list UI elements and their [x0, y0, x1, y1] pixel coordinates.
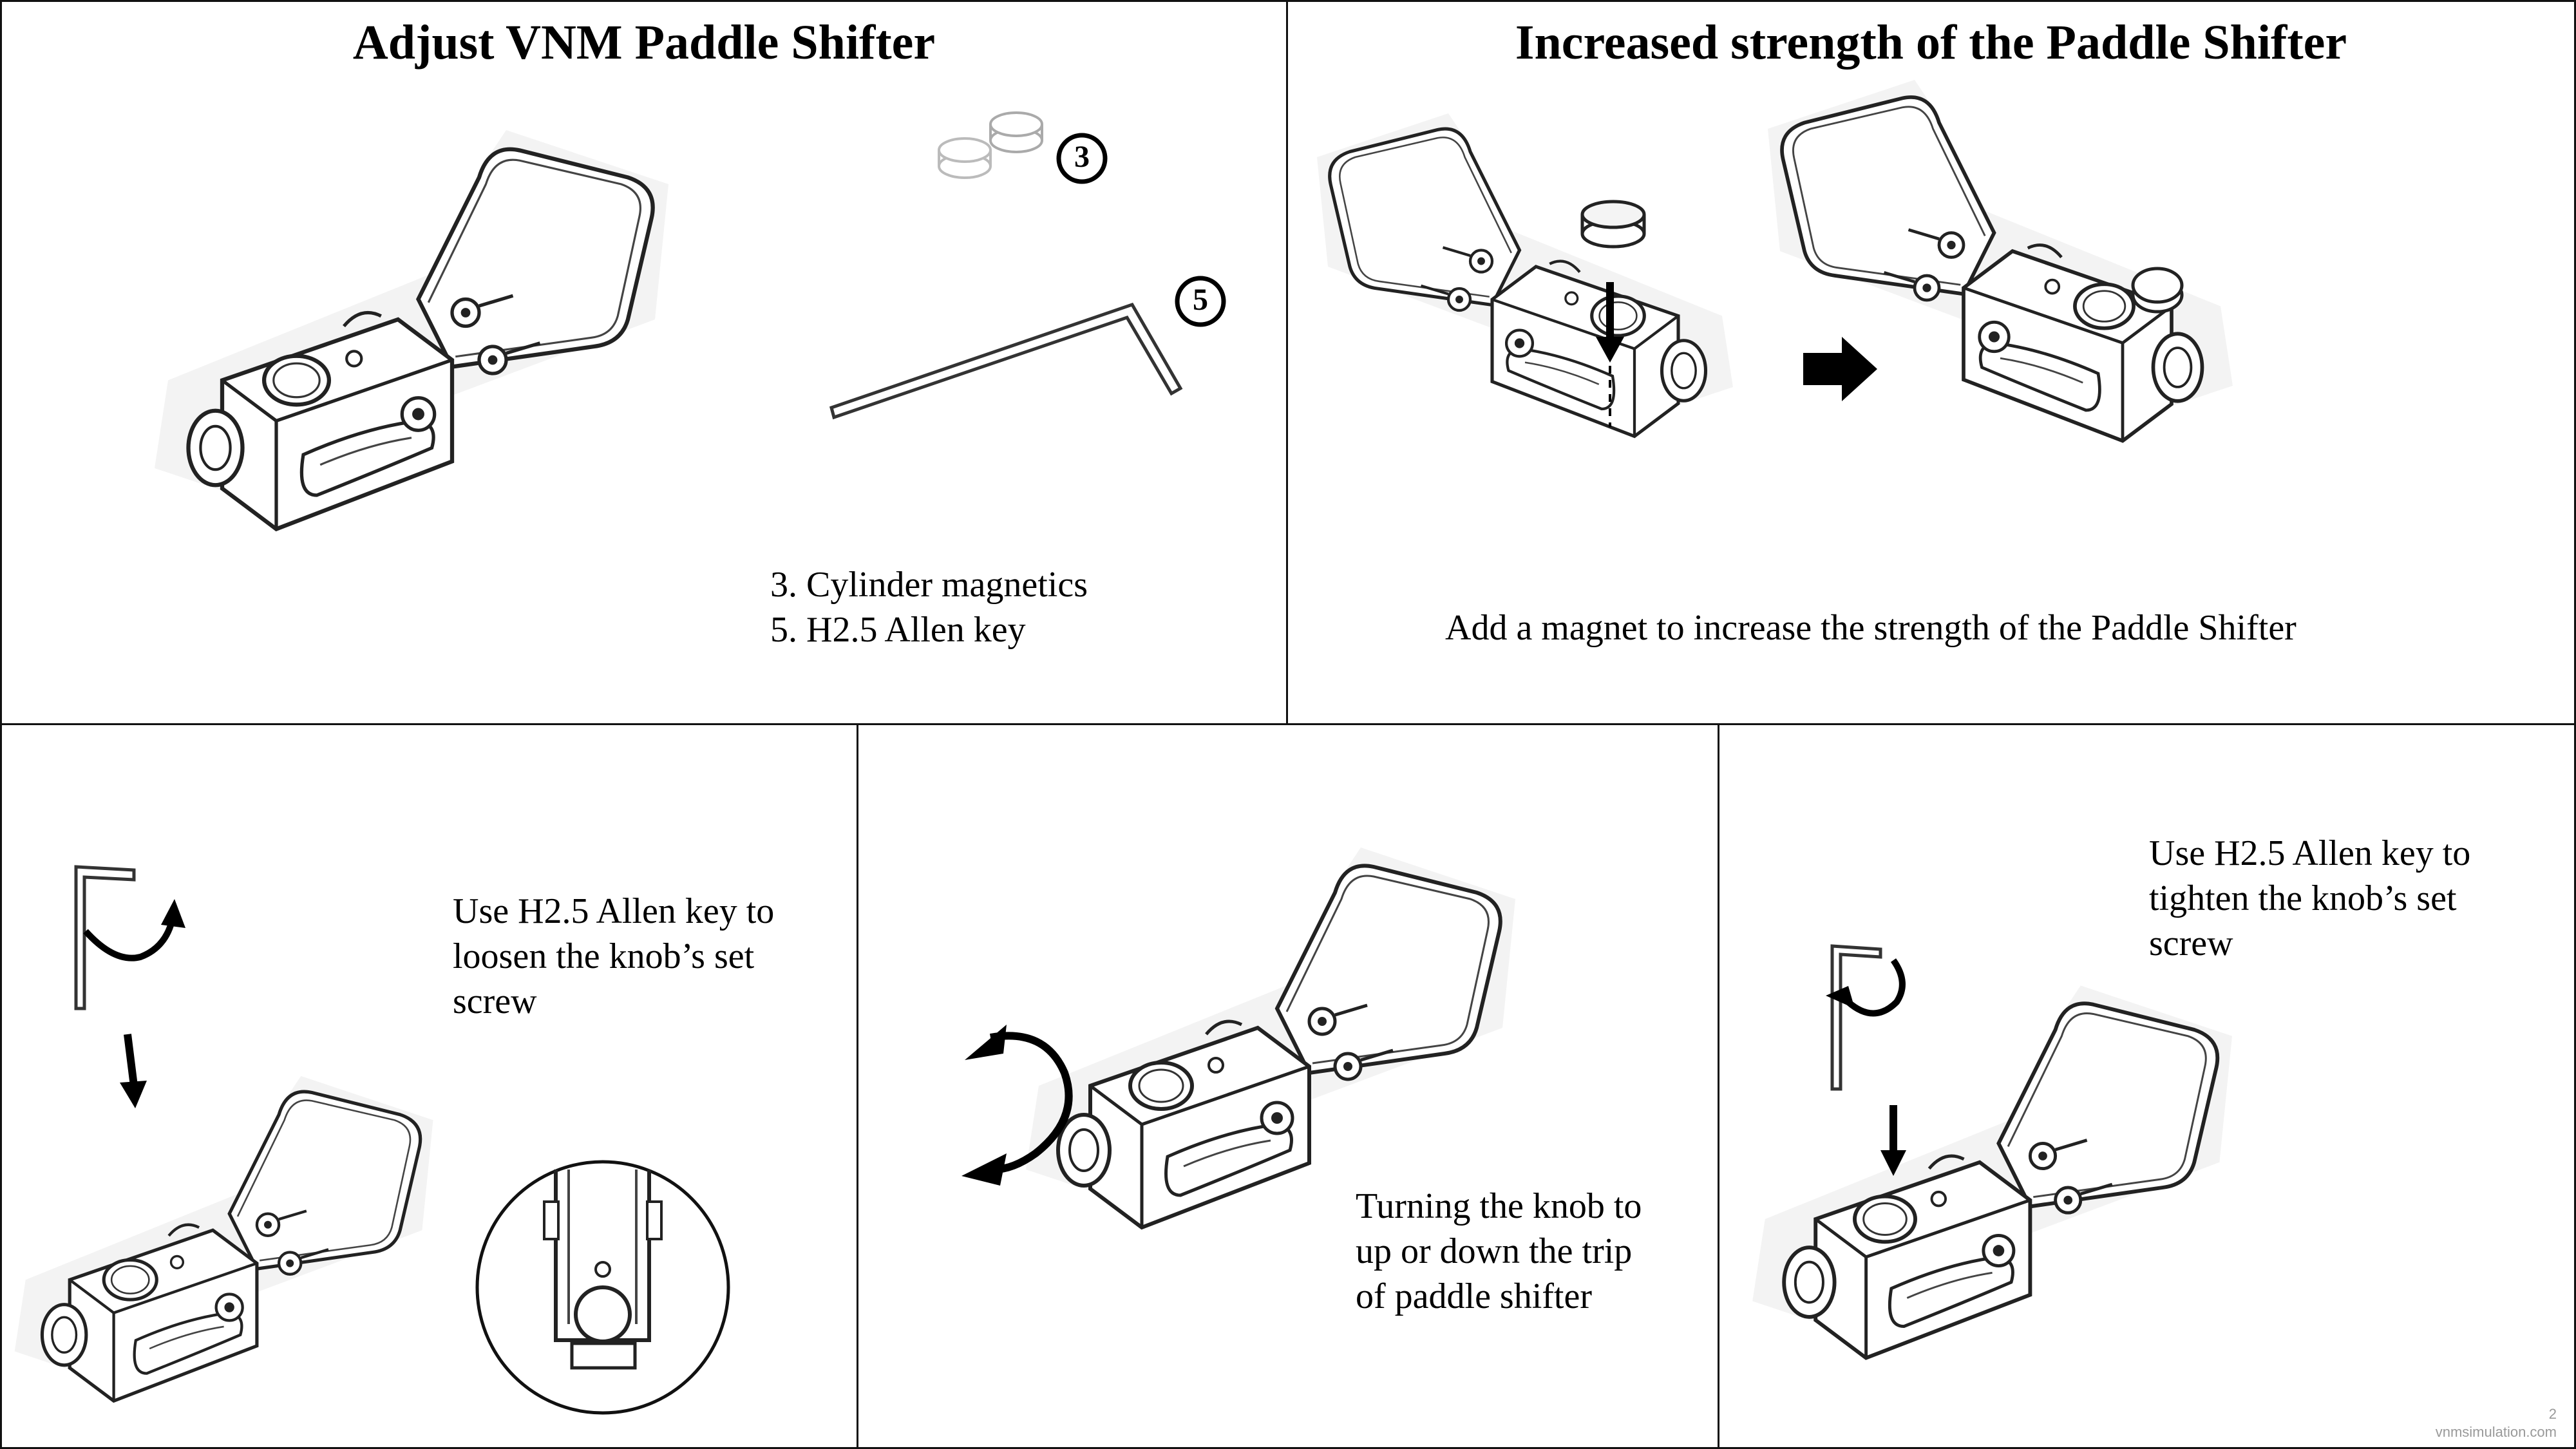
arrow-right-icon [1803, 337, 1877, 401]
caption-line: Use H2.5 Allen key to [2149, 833, 2471, 873]
parts-list: 3. Cylinder magnetics 5. H2.5 Allen key [770, 562, 1088, 652]
caption-line: up or down the trip [1356, 1231, 1633, 1271]
allen-key-icon [1830, 944, 1882, 1091]
caption-line: tighten the knob’s set [2149, 878, 2457, 918]
website-link[interactable]: vnmsimulation.com [2435, 1424, 2557, 1440]
strength-caption: Add a magnet to increase the strength of… [1445, 608, 2297, 648]
caption-line: screw [453, 981, 537, 1021]
panel-turn-knob: Turning the knob to up or down the trip … [857, 723, 1719, 1449]
tighten-caption: Use H2.5 Allen key to tighten the knob’s… [2149, 831, 2470, 966]
rotate-arrow-icon [989, 1032, 1073, 1173]
caption-line: screw [2149, 923, 2233, 963]
turn-knob-illustration [961, 725, 1719, 1449]
panel-title: Increased strength of the Paddle Shifter [1515, 15, 2347, 70]
allen-key-icon [829, 302, 1183, 420]
allen-key-icon [74, 865, 136, 1010]
callout-3: 3 [1074, 140, 1090, 174]
turn-caption: Turning the knob to up or down the trip … [1356, 1184, 1642, 1319]
panel-increase-strength: Increased strength of the Paddle Shifter… [1286, 0, 2576, 725]
shifter-illustration [2, 111, 1226, 725]
detail-view-icon [475, 1160, 730, 1415]
rotate-arrow-icon [83, 917, 176, 961]
caption-line: Use H2.5 Allen key to [453, 891, 775, 931]
caption-line: Turning the knob to [1356, 1186, 1642, 1226]
rotate-arrow-icon [1846, 958, 1906, 1017]
callout-5: 5 [1193, 283, 1208, 317]
tighten-illustration [1719, 944, 2576, 1449]
panel-title: Adjust VNM Paddle Shifter [352, 15, 936, 70]
loosen-caption: Use H2.5 Allen key to loosen the knob’s … [453, 889, 774, 1024]
part-cylinder-magnetics: 3. Cylinder magnetics [770, 565, 1088, 605]
page-footer: 2 vnmsimulation.com [2436, 1405, 2557, 1441]
panel-loosen-screw: Use H2.5 Allen key to loosen the knob’s … [0, 723, 858, 1449]
panel-tighten-screw: Use H2.5 Allen key to tighten the knob’s… [1718, 723, 2576, 1449]
strength-illustration [1288, 2, 2576, 725]
page-number: 2 [2548, 1406, 2557, 1422]
part-allen-key: 5. H2.5 Allen key [770, 610, 1026, 650]
magnet-icon [1580, 200, 1646, 249]
loosen-illustration [2, 865, 730, 1415]
caption-line: of paddle shifter [1356, 1276, 1592, 1316]
caption-line: loosen the knob’s set [453, 936, 755, 976]
panel-adjust-shifter: Adjust VNM Paddle Shifter 3 5 3. Cylinde… [0, 0, 1288, 725]
cylinder-magnets-icon [938, 111, 1043, 179]
